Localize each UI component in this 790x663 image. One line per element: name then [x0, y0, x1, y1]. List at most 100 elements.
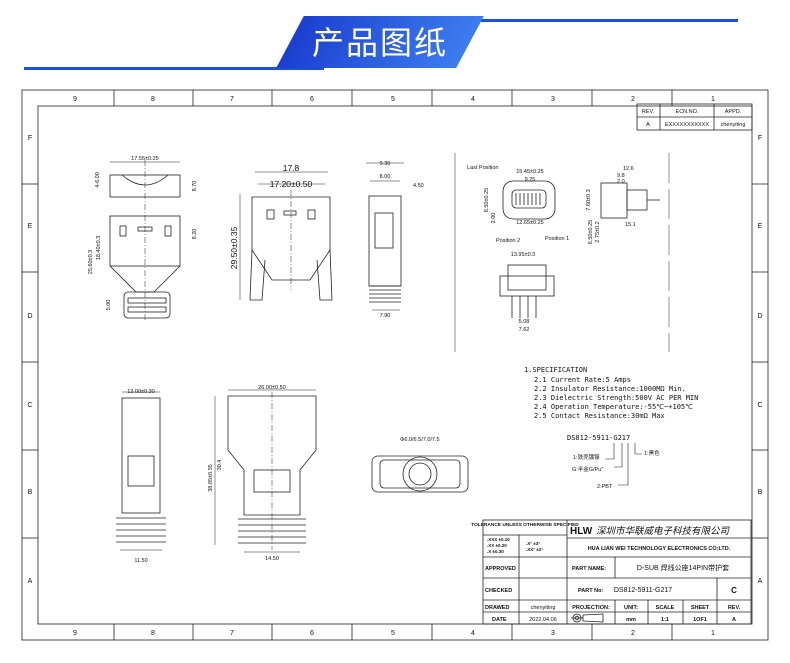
- inner-border: [37, 105, 753, 625]
- column-label: 3: [551, 630, 555, 637]
- ecn-value: EXXXXXXXXXXX: [665, 122, 709, 128]
- dim-label: 5.00: [106, 300, 112, 311]
- dim-label: 2.75±0.2: [595, 221, 601, 242]
- rev-label: REV.: [728, 605, 741, 611]
- dim-label: 17.20±0.50: [270, 179, 313, 189]
- page-title: 产品图纸: [311, 24, 448, 62]
- angle-line: .X° ±3°: [526, 541, 540, 546]
- column-label: 8: [151, 96, 155, 103]
- dim-label: 8.00: [380, 174, 391, 180]
- drawed-value: chenyiting: [531, 605, 556, 611]
- tolerance-line: .XXX ±0.10: [487, 537, 510, 542]
- appd-value: chenyiting: [721, 122, 746, 128]
- row-label: F: [28, 135, 32, 142]
- dim-label: 26.00±0.50: [258, 385, 286, 391]
- part-name-label: PART NAME:: [572, 566, 606, 572]
- scale-value: 1:1: [661, 617, 669, 623]
- dim-label: 30.4: [217, 460, 223, 471]
- unit-value: mm: [626, 617, 636, 623]
- ecn-header: ECN.NO.: [676, 109, 699, 115]
- dim-label: 17.8: [283, 163, 300, 173]
- row-label: F: [758, 135, 762, 142]
- spec-item: 2.2 Insulator Resistance:1000MΩ Min.: [534, 385, 686, 393]
- code-note: 1:铁壳镀镍: [573, 453, 600, 461]
- code-leaders: [605, 443, 642, 486]
- dim-label: 14.50: [265, 556, 279, 562]
- title-block: [482, 519, 752, 625]
- dim-label: 18.40±0.3: [96, 236, 102, 260]
- dim-label: 15.1: [625, 222, 636, 228]
- dim-label: 9.30: [380, 161, 391, 167]
- column-label: 6: [310, 630, 314, 637]
- specification: 1.SPECIFICATION 2.1 Current Rate:5 Amps …: [524, 366, 698, 490]
- view-side: 9.30 8.00 4.50 7.90: [366, 161, 424, 319]
- scale-label: SCALE: [656, 605, 675, 611]
- dim-label: 12.6: [623, 166, 634, 172]
- spec-item: 2.1 Current Rate:5 Amps: [534, 376, 631, 384]
- code-note: 2:PBT: [597, 484, 613, 490]
- dim-label: 7.62: [519, 327, 530, 333]
- column-label: 4: [471, 96, 475, 103]
- page-banner: 产品图纸: [0, 0, 790, 80]
- dim-label: 38.85±0.35: [208, 464, 214, 492]
- part-no-label: PART No:: [578, 588, 603, 594]
- code-note: G:半金G/Pu": [572, 465, 603, 473]
- connector-detail: Last Position 15.45±0.25 9.25 8.50±0.25 …: [454, 153, 670, 352]
- dim-label: 9.25: [525, 177, 536, 183]
- column-label: 9: [73, 96, 77, 103]
- appd-header: APPD.: [725, 109, 742, 115]
- dim-label: 12.00±0.30: [127, 389, 155, 395]
- dim-label: 29.50±0.35: [229, 226, 239, 269]
- row-label: C: [27, 402, 32, 409]
- company-name-en: HUA LIAN WEI TECHNOLOGY ELECTRONICS CO;L…: [588, 546, 731, 552]
- column-label: 5: [391, 96, 395, 103]
- dim-label: 13.95±0.3: [511, 252, 535, 258]
- angle-line: .XX° ±2°: [526, 547, 543, 552]
- part-name-value: D-SUB 焊线公座14PIN带护套: [637, 563, 729, 572]
- dim-label: 7.90: [380, 313, 391, 319]
- rev-value: A: [646, 122, 650, 128]
- projection-symbol-icon: [571, 613, 604, 623]
- company-name-cn: 深圳市华联威电子科技有限公司: [596, 525, 731, 537]
- dim-label: Position 1: [545, 236, 569, 242]
- dim-label: 8.70: [192, 181, 198, 192]
- dim-label: 11.50: [134, 558, 147, 564]
- column-label: 3: [551, 96, 555, 103]
- tolerance-line: .XX ±0.20: [487, 543, 507, 548]
- column-label: 4: [471, 630, 475, 637]
- view-front-top: 17.55±0.25 4-6.00 8.70 8.20 25.60±0.3 18…: [88, 156, 198, 320]
- row-label: C: [757, 402, 762, 409]
- dim-label: 9.8: [617, 173, 625, 179]
- dim-label: 4.50: [413, 183, 424, 189]
- dim-label: 7.60±0.3: [586, 189, 592, 210]
- view-boot-side: 12.00±0.30 11.50: [116, 389, 166, 564]
- row-label: B: [758, 489, 763, 496]
- unit-label: UNIT:: [624, 605, 638, 611]
- column-label: 2: [631, 630, 635, 637]
- banner-line: [460, 19, 738, 22]
- spec-item: 2.5 Contact Resistance:30mΩ Max: [534, 412, 665, 420]
- dim-label: 2.00: [491, 213, 497, 224]
- approved-label: APPROVED: [485, 566, 516, 572]
- sheet-label: SHEET: [691, 605, 710, 611]
- rev-value: A: [732, 617, 736, 623]
- date-label: DATE: [492, 617, 507, 623]
- part-code: DS812-5911-G217: [567, 434, 630, 442]
- dim-label: Φ6.0/6.5/7.0/7.5: [400, 437, 440, 443]
- column-label: 1: [711, 630, 715, 637]
- dim-label: 4-6.00: [95, 172, 101, 188]
- drawed-label: DRAWED: [485, 605, 509, 611]
- dim-label: 2.0: [617, 179, 625, 185]
- code-note: 1:黑色: [644, 449, 660, 457]
- column-label: 7: [230, 630, 234, 637]
- view-cable-end: Φ6.0/6.5/7.0/7.5: [371, 437, 469, 493]
- tolerance-title: TOLERANCE UNLESS OTHERWISE SPECIFIED: [471, 522, 579, 528]
- dim-label: 8.50±0.25: [484, 188, 490, 212]
- dim-label: 6.50±0.25: [588, 220, 594, 244]
- sheet-value: 1OF1: [693, 617, 707, 623]
- row-label: D: [757, 313, 762, 320]
- company-logo: HLW: [570, 526, 593, 537]
- dim-label: 5.08: [519, 319, 530, 325]
- column-label: 5: [391, 630, 395, 637]
